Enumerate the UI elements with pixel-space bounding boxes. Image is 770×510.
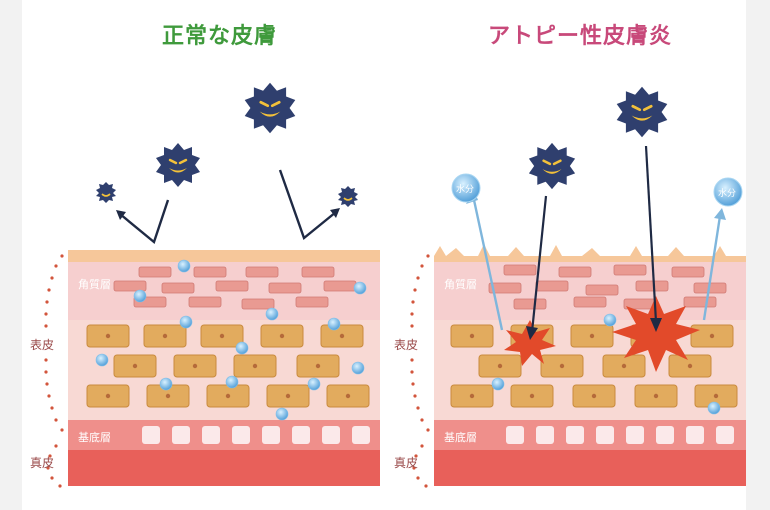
surface-layer	[68, 250, 380, 262]
basal-cells	[506, 426, 734, 444]
dermis-label: 真皮	[394, 456, 419, 470]
water-droplets	[95, 259, 367, 421]
water-escape-arrows	[472, 199, 722, 331]
basal-cells	[142, 426, 370, 444]
water-droplet-label: 水分	[456, 185, 475, 195]
layer-bracket	[410, 254, 430, 488]
dermis-label: 真皮	[30, 456, 55, 470]
water-droplets	[491, 313, 721, 415]
atopic-skin-panel	[410, 85, 746, 488]
basal-layer-label: 基底層	[444, 431, 477, 444]
epidermis-label: 表皮	[394, 338, 419, 352]
damaged-surface	[434, 256, 746, 262]
water-droplet-label: 水分	[718, 189, 737, 199]
water-droplet-icon	[713, 177, 743, 207]
epidermis-label: 表皮	[30, 338, 55, 352]
basal-layer-label: 基底層	[78, 431, 111, 444]
layer-bracket	[44, 254, 64, 488]
germ-icon	[337, 185, 359, 208]
stratum-corneum-label: 角質層	[444, 278, 477, 291]
germ-icon	[243, 81, 297, 135]
germ-icon	[154, 141, 202, 189]
damage-burst-icon	[504, 320, 556, 366]
water-droplet-icon	[451, 173, 481, 203]
damage-burst-icon	[612, 296, 700, 372]
deflect-arrows	[119, 169, 337, 245]
normal-skin-panel	[44, 81, 380, 488]
dermis-layer	[68, 450, 380, 486]
stratum-corneum-label: 角質層	[78, 278, 111, 291]
germ-icon	[95, 181, 117, 204]
penetration-arrows	[530, 145, 658, 333]
germ-icon	[615, 85, 669, 139]
normal-skin-title: 正常な皮膚	[162, 24, 278, 49]
atopic-skin-title: アトピー性皮膚炎	[488, 24, 673, 49]
germ-icon	[527, 141, 577, 191]
